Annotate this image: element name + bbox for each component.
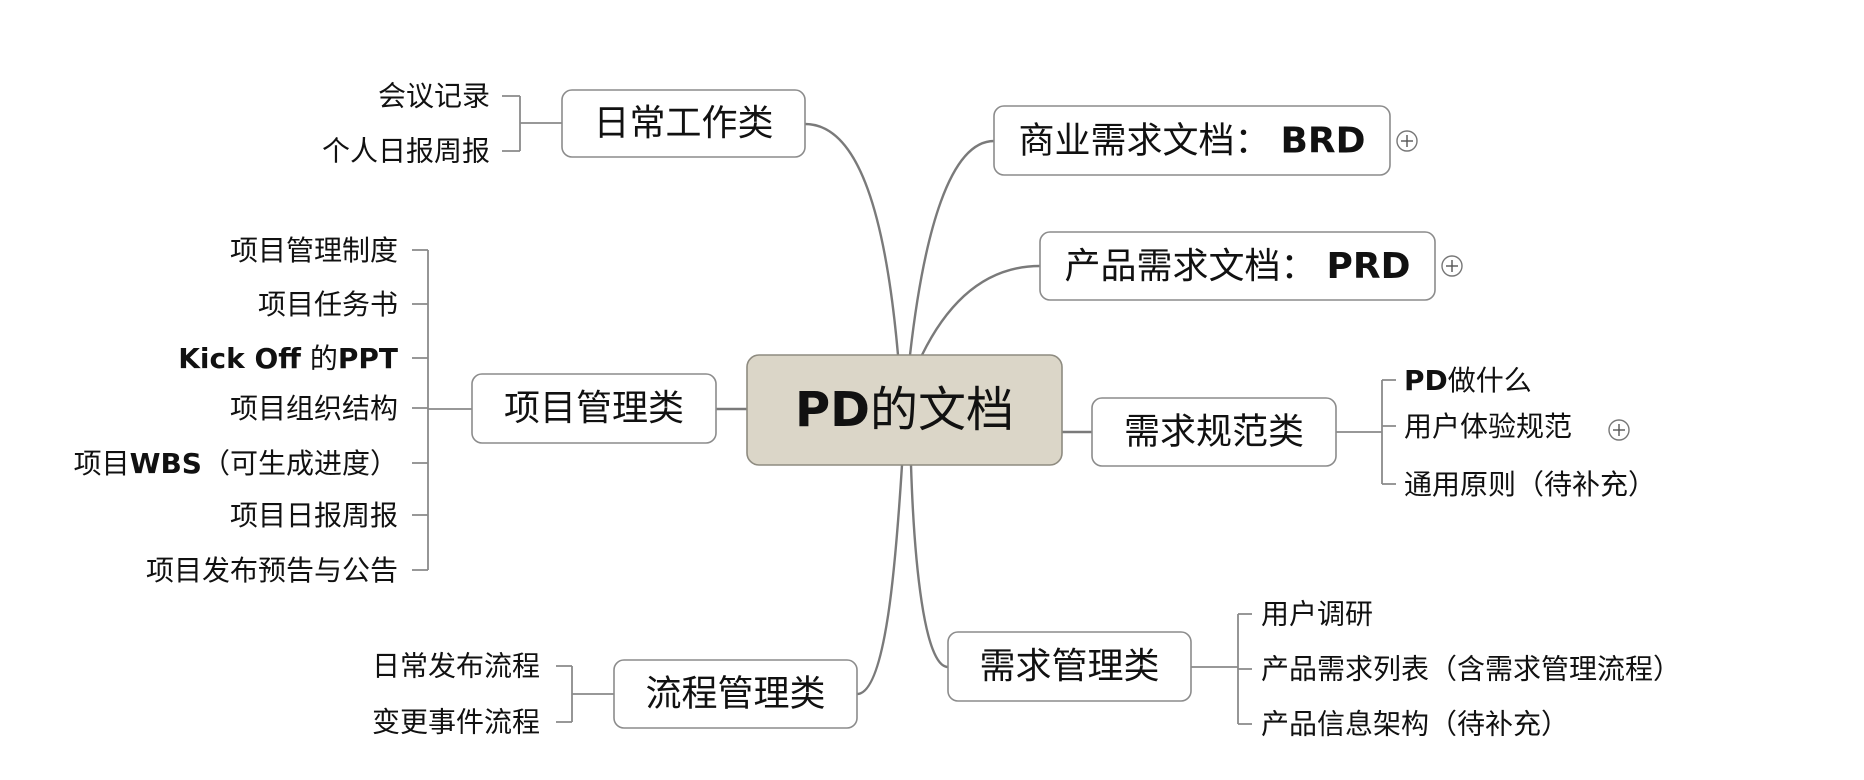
subtopic-general-principles[interactable]: 通用原则（待补充） xyxy=(1404,468,1656,501)
bracket-daily-work xyxy=(502,95,562,152)
central-topic-box xyxy=(746,354,1063,466)
topic-box xyxy=(613,659,858,729)
subtopic-ux-spec[interactable]: 用户体验规范 xyxy=(1404,410,1572,443)
topic-label: 商业需求文档：BRD xyxy=(1018,120,1365,161)
subtopic-text-bold: Kick Off xyxy=(178,342,301,375)
topic-prd[interactable]: 产品需求文档： PRD xyxy=(1039,231,1436,301)
bracket-process-management xyxy=(556,665,614,723)
subtopic-text: 项目组织结构 xyxy=(230,392,398,425)
topic-label: 流程管理类 xyxy=(645,674,825,715)
subtopic-what-pd-does[interactable]: PD做什么 xyxy=(1404,364,1532,397)
topic-box xyxy=(1091,397,1337,467)
subtopic-text: 项目 xyxy=(74,447,130,480)
connector-prd xyxy=(920,264,1041,356)
topic-requirement-management[interactable]: 需求管理类 xyxy=(947,631,1192,702)
central-topic[interactable]: PD的文档 xyxy=(746,354,1063,466)
bracket-requirement-management xyxy=(1191,613,1252,725)
subtopic-project-org[interactable]: 项目组织结构 xyxy=(230,392,398,425)
topic-brd[interactable]: 商业需求文档：BRD xyxy=(993,105,1391,176)
central-topic-label-bold: PD xyxy=(795,382,870,438)
subtopic-text: 用户体验规范 xyxy=(1404,410,1572,443)
subtopic-text: 项目管理制度 xyxy=(230,234,398,267)
bracket-requirement-spec xyxy=(1336,379,1396,485)
expand-icon[interactable] xyxy=(1396,130,1418,152)
subtopic-text-bold: PPT xyxy=(338,342,398,375)
topic-label-text: 商业需求文档： xyxy=(1018,120,1270,161)
expand-icon[interactable] xyxy=(1441,255,1463,277)
topic-requirement-spec[interactable]: 需求规范类 xyxy=(1091,397,1337,467)
subtopic-project-policy[interactable]: 项目管理制度 xyxy=(230,234,398,267)
subtopic-information-architecture[interactable]: 产品信息架构（待补充） xyxy=(1261,708,1569,741)
subtopic-user-research[interactable]: 用户调研 xyxy=(1261,598,1373,631)
subtopic-text-bold: WBS xyxy=(130,447,202,480)
topic-box xyxy=(1039,231,1436,301)
subtopic-text: 的 xyxy=(301,342,338,375)
central-topic-label-rest: 的文档 xyxy=(870,382,1014,438)
subtopic-text-bold: PD xyxy=(1404,364,1448,397)
subtopic-kickoff-ppt[interactable]: Kick Off 的PPT xyxy=(178,342,398,375)
topic-daily-work[interactable]: 日常工作类 xyxy=(561,89,806,158)
topic-label-text: 产品需求文档： xyxy=(1064,246,1316,287)
subtopic-text: 项目日报周报 xyxy=(230,499,398,532)
expand-icon[interactable] xyxy=(1608,419,1630,441)
subtopic-project-wbs[interactable]: 项目WBS（可生成进度） xyxy=(74,447,398,480)
subtopic-text: 通用原则（待补充） xyxy=(1404,468,1656,501)
subtopic-requirement-list[interactable]: 产品需求列表（含需求管理流程） xyxy=(1261,653,1681,686)
topic-process-management[interactable]: 流程管理类 xyxy=(613,659,858,729)
subtopic-text: 项目任务书 xyxy=(258,288,398,321)
connector-process-management xyxy=(856,464,904,696)
topic-label: 需求规范类 xyxy=(1124,412,1304,453)
subtopic-release-announcement[interactable]: 项目发布预告与公告 xyxy=(146,554,398,587)
topic-label: 项目管理类 xyxy=(504,388,684,429)
connector-brd xyxy=(908,139,995,356)
central-topic-label: PD的文档 xyxy=(795,382,1014,438)
subtopic-text: （可生成进度） xyxy=(202,447,398,480)
subtopic-project-charter[interactable]: 项目任务书 xyxy=(258,288,398,321)
topic-label-bold: BRD xyxy=(1280,120,1365,161)
connector-requirement-management xyxy=(909,464,949,669)
topic-box xyxy=(947,631,1192,702)
subtopic-change-event-process[interactable]: 变更事件流程 xyxy=(372,706,540,739)
subtopic-daily-release-process[interactable]: 日常发布流程 xyxy=(372,650,540,683)
subtopic-project-reports[interactable]: 项目日报周报 xyxy=(230,499,398,532)
topic-label: 日常工作类 xyxy=(593,103,773,144)
topic-label-bold: PRD xyxy=(1327,246,1411,287)
topic-box xyxy=(471,373,717,444)
bracket-project-management xyxy=(412,249,472,571)
subtopic-meeting-notes[interactable]: 会议记录 xyxy=(378,80,490,113)
connector-daily-work xyxy=(804,122,900,356)
topic-label: 产品需求文档： PRD xyxy=(1064,246,1410,287)
topic-box xyxy=(993,105,1391,176)
subtopic-text: 项目发布预告与公告 xyxy=(146,554,398,587)
topic-label: 需求管理类 xyxy=(979,646,1159,687)
subtopic-text: 做什么 xyxy=(1448,364,1532,397)
topic-box xyxy=(561,89,806,158)
topic-project-management[interactable]: 项目管理类 xyxy=(471,373,717,444)
subtopic-personal-reports[interactable]: 个人日报周报 xyxy=(322,135,490,168)
